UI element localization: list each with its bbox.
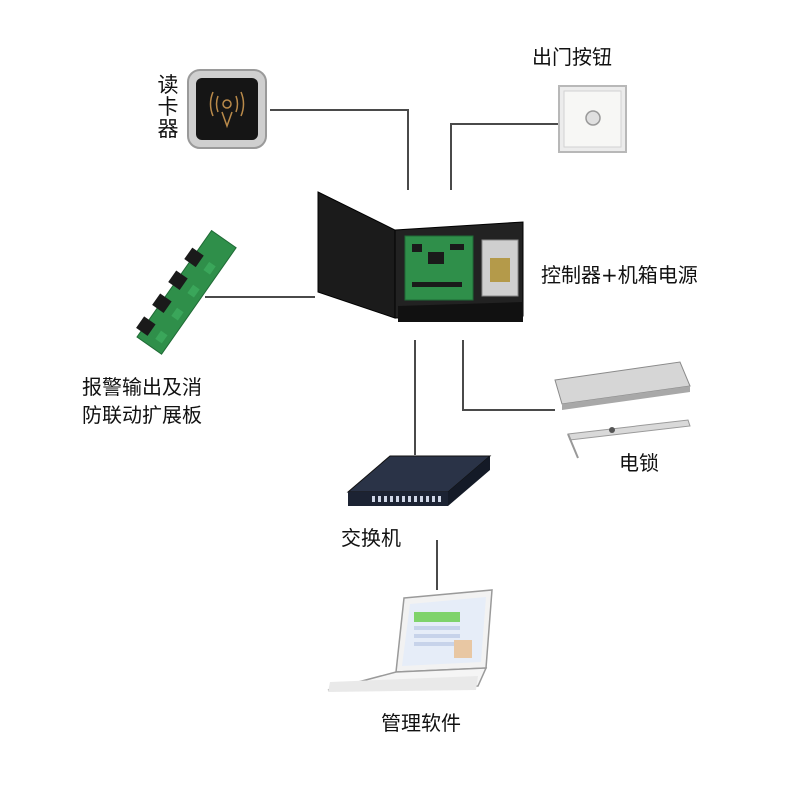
exit-button-device [558,85,627,153]
expansion-board-device [136,229,237,355]
electric-lock-device [554,361,691,459]
controller-label: 控制器+机箱电源 [541,263,698,287]
line-exit-button-to-controller [450,123,558,190]
nfc-icon [209,91,245,129]
network-switch-device [346,455,492,506]
switch-label: 交换机 [341,526,401,550]
card-reader-device [187,69,267,149]
switch-ports [372,496,441,502]
card-reader-label: 读 卡 器 [157,73,179,142]
push-button-icon [585,110,601,126]
line-controller-to-lock [462,340,555,411]
expansion-board-label-line1: 报警输出及消 [82,375,202,399]
controller-cabinet [317,191,524,322]
laptop-device [327,589,493,692]
line-card-reader-to-controller [270,109,409,190]
exit-button-label: 出门按钮 [532,45,612,69]
connection-lines [205,109,558,590]
expansion-board-label-line2: 防联动扩展板 [82,403,202,427]
electric-lock-label: 电锁 [619,451,659,475]
software-label: 管理软件 [381,711,461,735]
